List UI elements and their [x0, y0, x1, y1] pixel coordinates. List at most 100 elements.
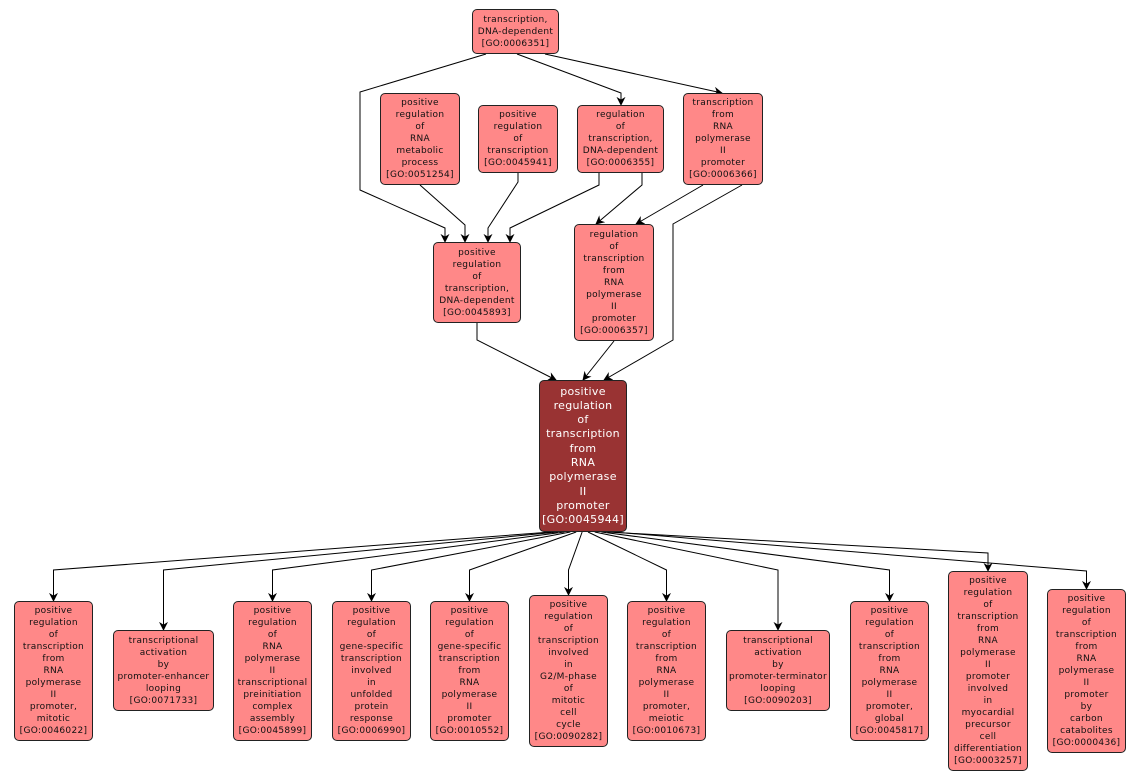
node-label-line: positive	[560, 384, 606, 398]
node-label-line: of	[983, 600, 993, 610]
edge-n45944-to-n3257	[607, 531, 993, 572]
node-label-line: cell	[560, 708, 577, 718]
node-label-line: unfolded	[350, 690, 393, 700]
edge-n45944-to-n436	[613, 531, 1091, 590]
node-label-line: by	[772, 659, 784, 670]
node-label-line: transcription	[438, 654, 501, 664]
node-label-line: transcriptional	[237, 678, 308, 688]
node-label-line: of	[563, 684, 574, 694]
node-label-line: II	[50, 690, 57, 700]
go-id-label: [GO:0071733]	[129, 695, 198, 706]
go-id-label: [GO:0006351]	[481, 38, 550, 49]
node-label-line: myocardial	[961, 708, 1015, 718]
node-label-line: transcription	[692, 98, 754, 108]
go-id-label: [GO:0051254]	[386, 170, 454, 180]
node-label-line: RNA	[262, 642, 283, 652]
node-label-line: RNA	[603, 277, 625, 288]
node-label-line: polymerase	[441, 690, 498, 700]
node-label-line: positive	[253, 606, 292, 616]
node-label-line: in	[367, 678, 376, 688]
go-node-0006351[interactable]: transcription,DNA-dependent[GO:0006351]	[472, 9, 559, 54]
go-id-label: [GO:0006357]	[580, 325, 648, 336]
node-label-line: RNA	[977, 636, 999, 646]
node-label-line: transcription	[858, 642, 921, 652]
node-label-line: promoter,	[29, 702, 78, 712]
node-label-line: regulation	[642, 618, 691, 628]
go-id-label: [GO:0090282]	[534, 732, 603, 742]
node-label-line: regulation	[553, 398, 613, 412]
node-label-line: process	[401, 158, 439, 168]
node-label-line: from	[655, 654, 678, 664]
node-label-line: mitotic	[36, 714, 71, 724]
node-label-line: precursor	[965, 720, 1011, 730]
node-label-line: transcription,	[483, 14, 548, 25]
node-label-line: promoter-enhancer	[117, 671, 210, 682]
node-label-line: II	[466, 702, 473, 712]
node-label-line: polymerase	[25, 678, 82, 688]
node-label-line: regulation	[493, 122, 543, 132]
go-id-label: [GO:0045893]	[443, 307, 511, 318]
node-label-line: transcription	[583, 253, 645, 264]
node-label-line: of	[267, 630, 278, 640]
node-label-line: transcription,	[444, 283, 510, 294]
edge-n45941-to-n45893	[483, 173, 519, 243]
node-label-line: of	[48, 630, 59, 640]
node-label-line: differentiation	[953, 744, 1023, 754]
node-label-line: RNA	[459, 678, 480, 688]
node-label-line: of	[472, 271, 482, 282]
node-label-line: regulation	[596, 110, 645, 120]
node-label-line: II	[985, 660, 991, 670]
go-id-label: [GO:0006990]	[337, 726, 406, 736]
node-label-line: II	[720, 146, 726, 156]
node-label-line: promoter	[1064, 690, 1109, 700]
node-label-line: regulation	[589, 229, 639, 240]
node-label-line: complex	[252, 702, 293, 712]
node-label-line: transcription	[546, 427, 620, 441]
node-label-line: II	[1083, 678, 1090, 688]
node-label-line: looping	[145, 683, 182, 694]
node-label-line: G2/M-phase	[540, 672, 597, 682]
edge-n45944-to-n71733	[159, 531, 558, 631]
node-label-line: polymerase	[586, 289, 642, 300]
node-label-line: from	[711, 110, 735, 120]
edge-n6366-to-n6357	[635, 184, 704, 225]
node-label-line: RNA	[43, 666, 64, 676]
node-label-line: DNA-dependent	[582, 146, 659, 156]
node-label-line: promoter	[700, 158, 746, 168]
node-label-line: RNA	[1076, 654, 1097, 664]
node-label-line: positive	[870, 606, 909, 616]
node-label-line: regulation	[29, 618, 78, 628]
node-label-line: promoter,	[642, 702, 691, 712]
node-label-line: regulation	[248, 618, 297, 628]
node-label-line: gene-specific	[339, 642, 404, 652]
node-label-line: II	[611, 301, 617, 312]
go-id-label: [GO:0045817]	[855, 726, 924, 736]
node-label-line: response	[349, 714, 394, 724]
node-label-line: transcription	[22, 642, 85, 652]
edge-n45944-to-n10673	[587, 531, 671, 602]
node-label-line: regulation	[865, 618, 914, 628]
node-label-line: positive	[647, 606, 686, 616]
go-id-label: [GO:0045899]	[238, 726, 307, 736]
node-label-line: II	[579, 484, 587, 498]
node-label-line: of	[615, 122, 626, 132]
